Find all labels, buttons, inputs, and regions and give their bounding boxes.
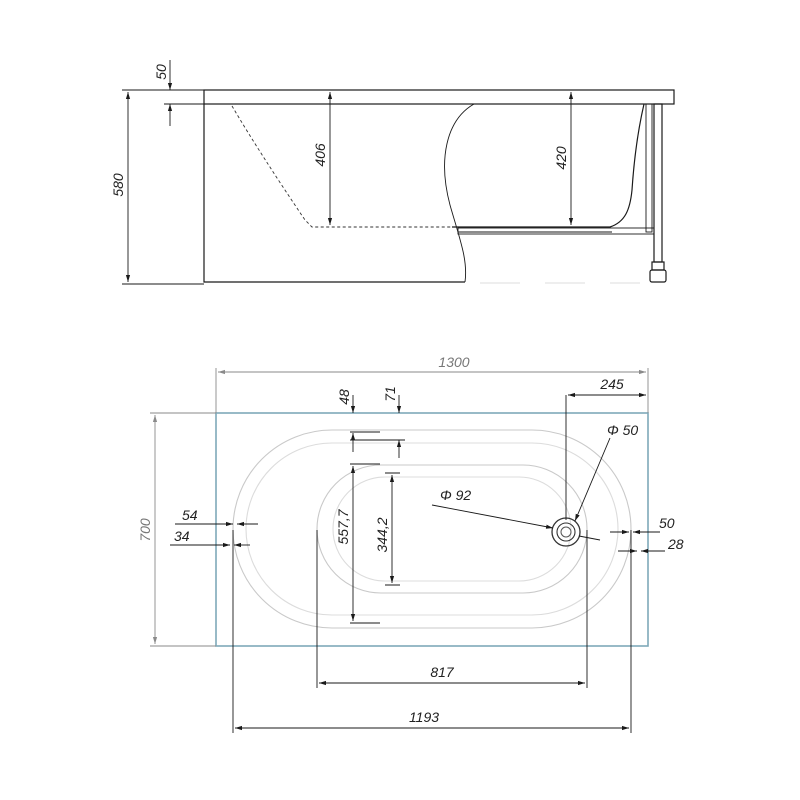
dim-overflow-diameter: Φ 50 xyxy=(607,422,638,438)
bowl-outer xyxy=(232,429,632,629)
leader-overflow xyxy=(574,437,611,522)
dim-width: 700 xyxy=(137,518,153,542)
dim-rim-thickness: 50 xyxy=(153,64,169,80)
dim-inner-width-outer: 557,7 xyxy=(335,508,351,544)
dim-left-offset-a: 54 xyxy=(182,507,198,523)
tub-apron xyxy=(203,104,465,283)
leg-adjuster xyxy=(651,261,665,271)
dim-drain-offset: 245 xyxy=(599,376,624,392)
dim-inner-length: 817 xyxy=(430,664,455,680)
frame-bar xyxy=(457,227,655,235)
drain xyxy=(551,517,581,547)
dim-drain-diameter: Φ 92 xyxy=(440,487,471,503)
leader-drain xyxy=(431,504,554,529)
top-view: 1300 700 245 Φ 50 Φ 92 48 71 557,7 344,2 xyxy=(137,354,684,733)
bowl-rim xyxy=(245,442,619,616)
dim-top-offset-b: 71 xyxy=(382,386,398,402)
leg-foot xyxy=(649,269,667,283)
tub-rim xyxy=(203,89,675,105)
tub-outline xyxy=(215,412,649,647)
dim-depth-left: 406 xyxy=(312,143,328,167)
hidden-bowl-wall xyxy=(231,105,452,228)
dim-depth-right: 420 xyxy=(553,146,569,170)
dim-right-offset-a: 50 xyxy=(659,515,675,531)
apron-cutline xyxy=(444,103,475,283)
frame-post-left xyxy=(645,103,653,233)
dim-right-offset-b: 28 xyxy=(667,536,684,552)
bowl-wall xyxy=(452,103,645,228)
dim-inner-width-inner: 344,2 xyxy=(374,517,390,552)
bowl-bottom-outer xyxy=(316,464,588,594)
dim-total-height: 580 xyxy=(110,173,126,197)
side-view: 580 50 406 420 xyxy=(110,60,675,285)
leg xyxy=(653,103,663,263)
dim-left-offset-b: 34 xyxy=(174,528,190,544)
dim-top-offset-a: 48 xyxy=(336,389,352,405)
bowl-bottom-inner xyxy=(332,476,572,582)
dim-length: 1300 xyxy=(438,354,469,370)
dim-bowl-length: 1193 xyxy=(409,709,439,725)
